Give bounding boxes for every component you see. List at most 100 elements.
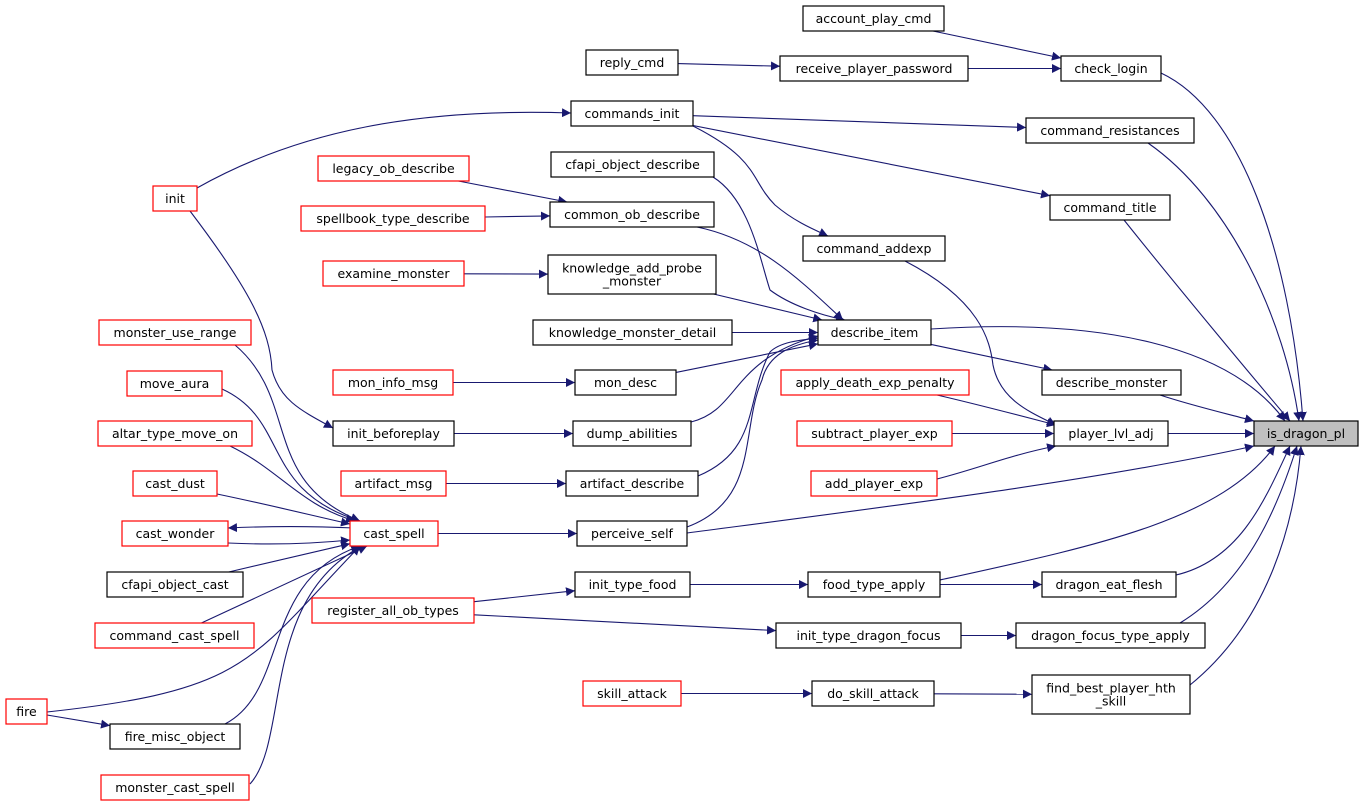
node-fire-misc-object[interactable]: fire_misc_object [109,723,241,750]
node-common-ob-describe[interactable]: common_ob_describe [549,201,715,228]
node-cast-dust[interactable]: cast_dust [132,470,218,497]
node-label: skill_attack [597,686,667,701]
node-box [780,369,970,396]
node-mon-desc[interactable]: mon_desc [574,369,677,396]
node-box [817,319,932,346]
node-register-all-ob-types[interactable]: register_all_ob_types [311,597,475,624]
node-examine-monster[interactable]: examine_monster [322,260,465,287]
node-check-login[interactable]: check_login [1060,55,1162,82]
node-box [109,723,241,750]
node-subtract-player-exp[interactable]: subtract_player_exp [796,420,953,447]
node-label: reply_cmd [600,55,665,70]
edge-command-title-to-is-dragon-pl [1123,219,1291,422]
node-dump-abilities[interactable]: dump_abilities [572,420,692,447]
edge-common-ob-describe-to-describe-item [696,226,844,321]
node-is-dragon-pl[interactable]: is_dragon_pl [1253,420,1359,447]
node-command-addexp[interactable]: command_addexp [802,235,946,262]
node-init-type-food[interactable]: init_type_food [574,571,691,598]
node-box [585,49,679,76]
node-box [126,370,223,397]
node-label: cast_wonder [136,526,216,541]
node-skill-attack[interactable]: skill_attack [582,680,682,707]
edge-monster-cast-spell-to-cast-spell [249,545,363,785]
node-dragon-focus-type-apply[interactable]: dragon_focus_type_apply [1015,622,1206,649]
node-player-lvl-adj[interactable]: player_lvl_adj [1053,420,1169,447]
node-box [1053,420,1169,447]
node-command-cast-spell[interactable]: command_cast_spell [94,622,255,649]
node-receive-player-password[interactable]: receive_player_password [779,55,969,82]
node-command-title[interactable]: command_title [1049,194,1171,221]
node-fire[interactable]: fire [5,698,48,725]
node-label: mon_info_msg [348,375,438,390]
node-label: move_aura [140,376,210,391]
node-init-type-dragon-focus[interactable]: init_type_dragon_focus [775,622,962,649]
node-artifact-describe[interactable]: artifact_describe [565,470,699,497]
node-describe-item[interactable]: describe_item [817,319,932,346]
node-artifact-msg[interactable]: artifact_msg [340,470,447,497]
node-init[interactable]: init [152,185,198,212]
node-legacy-ob-describe[interactable]: legacy_ob_describe [317,155,470,182]
node-box [532,319,733,346]
node-box [547,254,717,295]
node-box [1060,55,1162,82]
edge-knowledge-add-probe-monster-to-describe-item [713,293,823,323]
node-monster-cast-spell[interactable]: monster_cast_spell [100,774,250,801]
node-box [810,470,938,497]
edge-artifact-describe-to-describe-item [697,334,819,477]
node-cast-wonder[interactable]: cast_wonder [121,520,229,547]
node-box [802,235,946,262]
node-label: command_cast_spell [110,628,240,643]
node-box [106,571,244,598]
node-describe-monster[interactable]: describe_monster [1041,369,1182,396]
node-box [5,698,48,725]
node-reply-cmd[interactable]: reply_cmd [585,49,679,76]
node-label: init_beforeplay [347,426,440,441]
edge-check-login-to-is-dragon-pl [1160,72,1307,422]
node-label: knowledge_monster_detail [549,325,716,340]
node-find-best-player-hth-skill[interactable]: find_best_player_hth_skill [1031,674,1191,715]
node-knowledge-monster-detail[interactable]: knowledge_monster_detail [532,319,733,346]
node-box [311,597,475,624]
node-box [572,420,692,447]
node-add-player-exp[interactable]: add_player_exp [810,470,938,497]
node-monster-use-range[interactable]: monster_use_range [98,319,252,346]
node-command-resistances[interactable]: command_resistances [1025,117,1195,144]
node-label: artifact_msg [355,476,433,491]
node-food-type-apply[interactable]: food_type_apply [807,571,941,598]
node-move-aura[interactable]: move_aura [126,370,223,397]
node-cfapi-object-cast[interactable]: cfapi_object_cast [106,571,244,598]
edge-describe-monster-to-is-dragon-pl [1159,394,1255,424]
edge-perceive-self-to-describe-item [686,337,819,528]
node-label: artifact_describe [580,476,685,491]
node-apply-death-exp-penalty[interactable]: apply_death_exp_penalty [780,369,970,396]
edge-cast-spell-to-cast-wonder [227,523,356,533]
node-init-beforeplay[interactable]: init_beforeplay [332,420,455,447]
node-box [570,100,694,127]
node-box [574,369,677,396]
node-do-skill-attack[interactable]: do_skill_attack [811,680,935,707]
node-box [100,774,250,801]
node-label: perceive_self [591,526,674,541]
node-box [574,571,691,598]
node-commands-init[interactable]: commands_init [570,100,694,127]
node-account-play-cmd[interactable]: account_play_cmd [802,5,945,32]
node-label: _monster [602,274,662,289]
node-dragon-eat-flesh[interactable]: dragon_eat_flesh [1041,571,1177,598]
node-altar-type-move-on[interactable]: altar_type_move_on [97,420,253,447]
node-spellbook-type-describe[interactable]: spellbook_type_describe [300,205,486,232]
node-box [779,55,969,82]
node-box [121,520,229,547]
node-label: food_type_apply [823,577,926,592]
edge-cfapi-object-describe-to-describe-item [712,176,846,323]
node-perceive-self[interactable]: perceive_self [576,520,688,547]
node-cfapi-object-describe[interactable]: cfapi_object_describe [550,151,715,178]
node-label: find_best_player_hth [1046,681,1176,696]
node-box [811,680,935,707]
node-box [807,571,941,598]
node-mon-info-msg[interactable]: mon_info_msg [332,369,454,396]
node-box [1041,571,1177,598]
node-cast-spell[interactable]: cast_spell [349,520,439,547]
edge-fire-to-fire-misc-object [46,714,111,729]
node-knowledge-add-probe-monster[interactable]: knowledge_add_probe_monster [547,254,717,295]
